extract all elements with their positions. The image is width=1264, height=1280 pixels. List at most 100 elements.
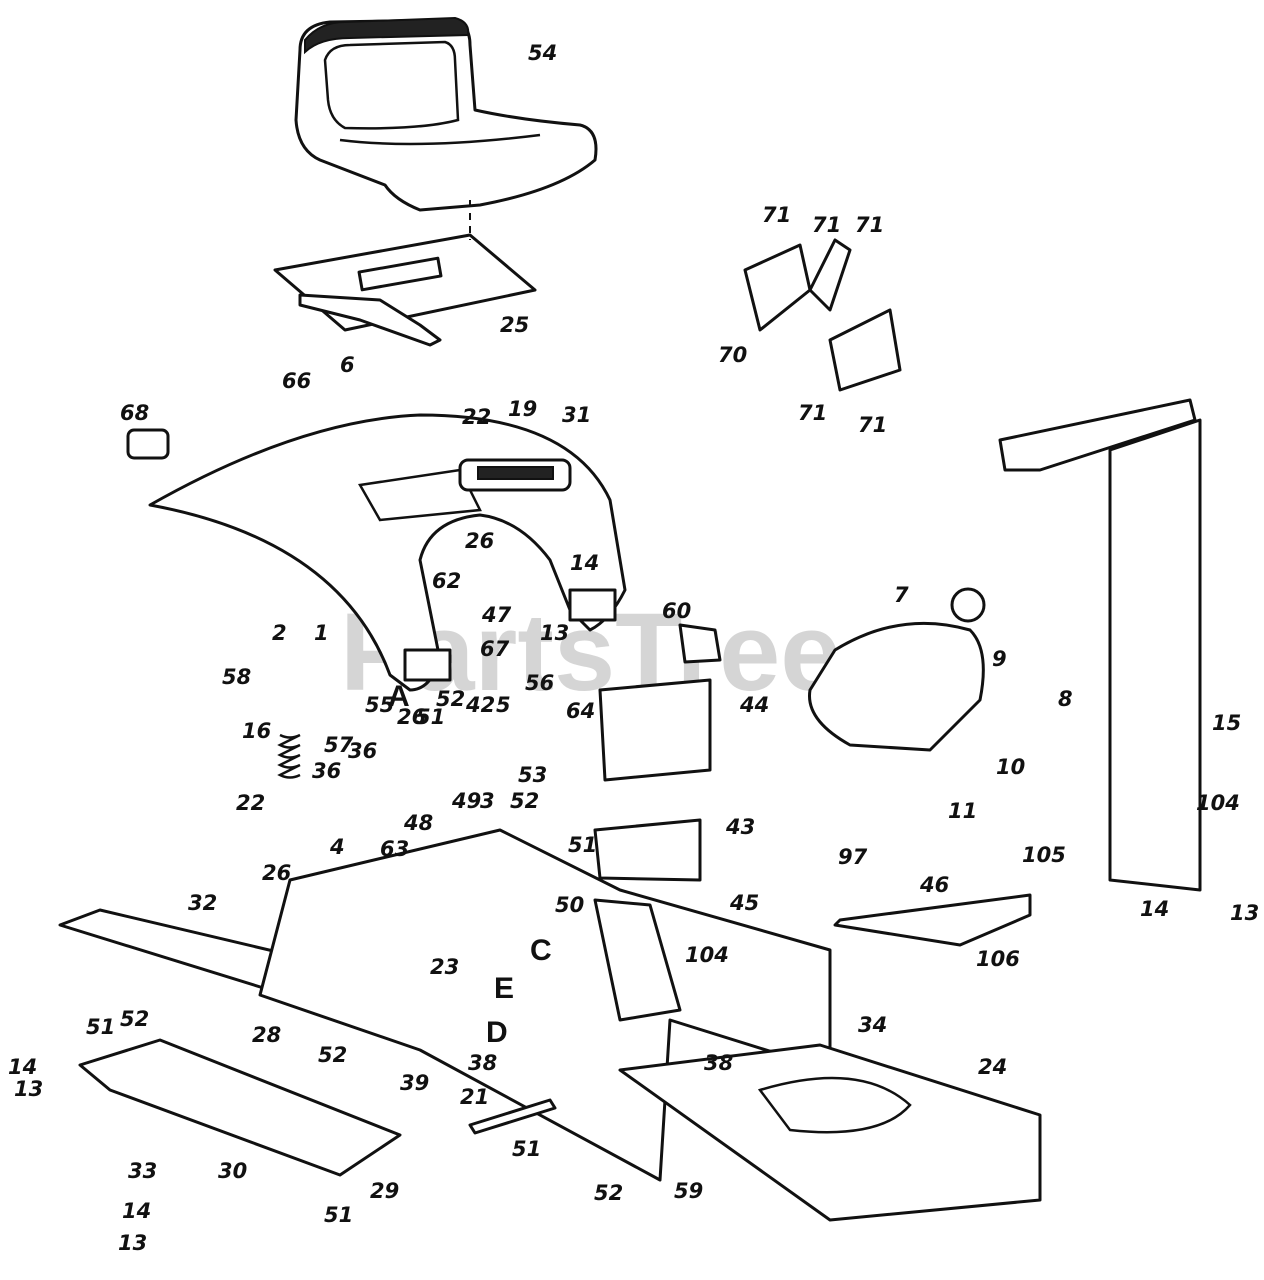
- callout-52b: 52: [510, 789, 539, 813]
- fuel-tank: [808, 587, 986, 752]
- callout-13a: 13: [540, 621, 569, 645]
- callout-2: 2: [272, 621, 287, 645]
- callout-53: 53: [518, 763, 547, 787]
- callout-48: 48: [403, 811, 433, 835]
- callout-38a: 38: [468, 1051, 497, 1075]
- callout-51a: 51: [416, 705, 445, 729]
- lever-assembly: [743, 238, 902, 392]
- callout-15: 15: [1212, 711, 1241, 735]
- callout-22a: 22: [462, 405, 491, 429]
- callout-19: 19: [508, 397, 537, 421]
- callout-26c: 26: [262, 861, 291, 885]
- shaft: [468, 1098, 557, 1135]
- callout-56: 56: [525, 671, 554, 695]
- callout-11: 11: [948, 799, 977, 823]
- callout-49: 49: [451, 789, 481, 813]
- callout-13d: 13: [118, 1231, 147, 1255]
- callout-21: 21: [460, 1085, 489, 1109]
- callout-52c: 52: [120, 1007, 149, 1031]
- callout-52d: 52: [318, 1043, 347, 1067]
- pedal-plate: [78, 1038, 402, 1177]
- callout-22b: 22: [236, 791, 265, 815]
- callout-104b: 104: [1196, 791, 1240, 815]
- callout-31: 31: [562, 403, 591, 427]
- callout-54: 54: [528, 41, 557, 65]
- reference-letter-E: E: [494, 972, 514, 1005]
- callout-70: 70: [718, 343, 747, 367]
- frame: [258, 828, 1042, 1222]
- callout-43: 43: [725, 815, 755, 839]
- callout-51c: 51: [86, 1015, 115, 1039]
- callout-51b: 51: [568, 833, 597, 857]
- cover-plate: [833, 893, 1032, 947]
- spring: [277, 733, 301, 779]
- callout-14a: 14: [570, 551, 599, 575]
- callout-33: 33: [128, 1159, 157, 1183]
- callout-66: 66: [282, 369, 311, 393]
- callout-64: 64: [566, 699, 595, 723]
- seat: [294, 16, 598, 212]
- callout-28: 28: [252, 1023, 281, 1047]
- callout-46: 46: [919, 873, 949, 897]
- callout-26b: 26: [397, 705, 426, 729]
- callout-58: 58: [222, 665, 251, 689]
- callout-8: 8: [1058, 687, 1073, 711]
- callout-57: 57: [324, 733, 354, 757]
- callout-30: 30: [218, 1159, 247, 1183]
- callout-71d: 71: [798, 401, 827, 425]
- callout-24: 24: [978, 1055, 1007, 1079]
- callout-71e: 71: [858, 413, 887, 437]
- reference-letter-D: D: [486, 1016, 508, 1049]
- callout-50: 50: [555, 893, 584, 917]
- reference-letter-C: C: [530, 934, 552, 967]
- callout-29: 29: [370, 1179, 399, 1203]
- reference-letters: A CED: [388, 680, 552, 1049]
- callout-106: 106: [976, 947, 1020, 971]
- callout-16: 16: [242, 719, 271, 743]
- callout-52a: 52: [436, 687, 465, 711]
- callout-13b: 13: [1230, 901, 1259, 925]
- callout-59: 59: [674, 1179, 703, 1203]
- callout-5: 5: [496, 693, 511, 717]
- callout-105: 105: [1022, 843, 1066, 867]
- callout-68: 68: [120, 401, 149, 425]
- callout-34: 34: [858, 1013, 887, 1037]
- callout-44: 44: [739, 693, 769, 717]
- callout-6: 6: [340, 353, 355, 377]
- callout-67: 67: [480, 637, 510, 661]
- callout-52e: 52: [594, 1181, 623, 1205]
- callout-9: 9: [992, 647, 1007, 671]
- callout-60: 60: [662, 599, 691, 623]
- callout-3: 3: [480, 789, 495, 813]
- callout-55: 55: [365, 693, 394, 717]
- callout-14b: 14: [1140, 897, 1169, 921]
- callout-1: 1: [314, 621, 329, 645]
- callout-7: 7: [894, 583, 909, 607]
- callout-63: 63: [380, 837, 409, 861]
- callout-13c: 13: [14, 1077, 43, 1101]
- callout-51d: 51: [324, 1203, 353, 1227]
- callout-23: 23: [430, 955, 459, 979]
- callout-71b: 71: [812, 213, 841, 237]
- callout-14c: 14: [8, 1055, 37, 1079]
- callout-97: 97: [838, 845, 868, 869]
- callout-62: 62: [432, 569, 461, 593]
- rear-bracket: [998, 398, 1202, 892]
- callout-51e: 51: [512, 1137, 541, 1161]
- reference-letter-A: A: [388, 680, 410, 713]
- callout-45: 45: [729, 891, 759, 915]
- callout-4: 4: [329, 835, 345, 859]
- callout-32: 32: [188, 891, 217, 915]
- reflector: [126, 428, 170, 460]
- callout-26a: 26: [465, 529, 494, 553]
- fender: [148, 413, 627, 692]
- callout-104a: 104: [685, 943, 729, 967]
- seat-plate: [273, 200, 537, 347]
- callout-25: 25: [500, 313, 529, 337]
- callout-14d: 14: [122, 1199, 151, 1223]
- callout-38b: 38: [704, 1051, 733, 1075]
- battery: [593, 623, 722, 882]
